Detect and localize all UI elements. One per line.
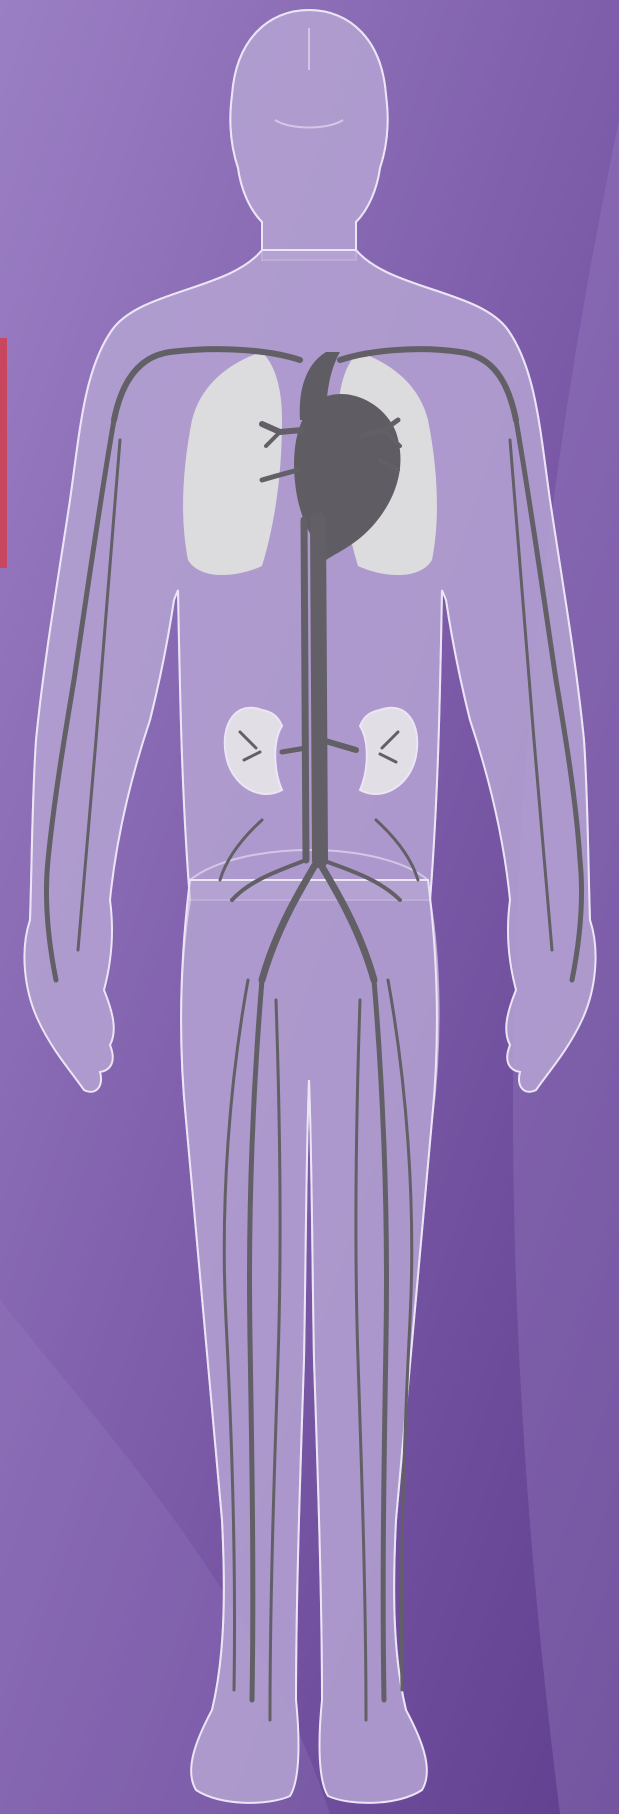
accent-bar	[0, 338, 7, 568]
